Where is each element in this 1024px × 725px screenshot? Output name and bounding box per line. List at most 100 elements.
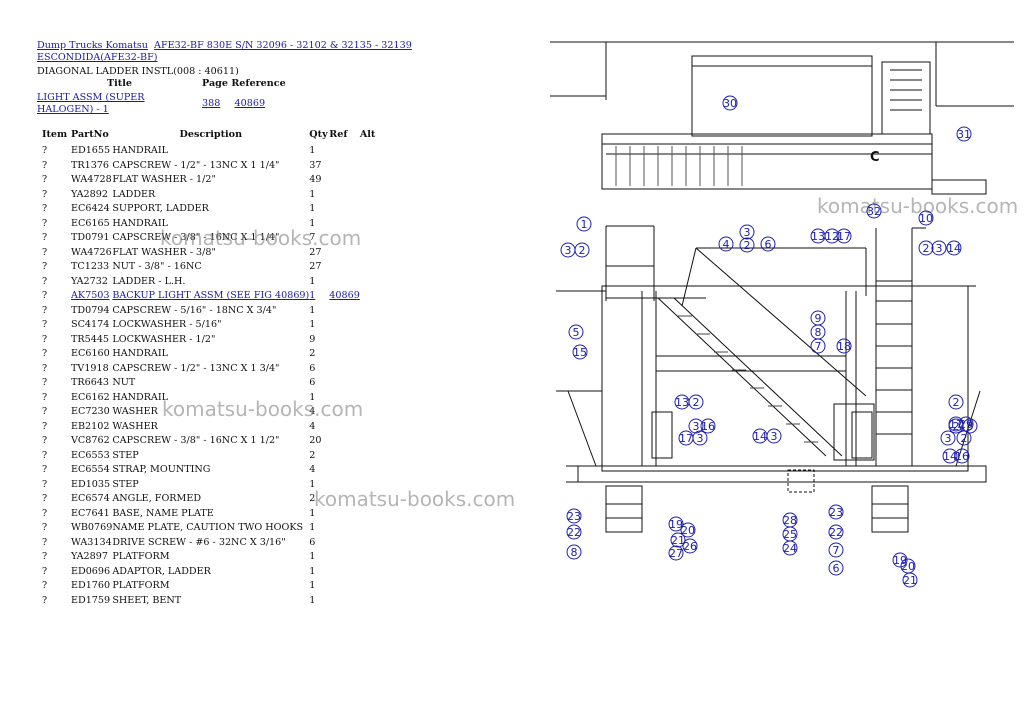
alt-cell — [360, 595, 390, 610]
item-cell: ? — [42, 275, 48, 287]
callout-label: 23 — [567, 510, 581, 523]
callout-label: 9 — [815, 312, 822, 325]
alt-cell — [360, 421, 390, 436]
description-cell: HANDRAIL — [112, 348, 169, 359]
callout-label: 2 — [953, 420, 960, 433]
callout-circle — [688, 394, 704, 410]
partno-cell: WA4728 — [71, 174, 112, 185]
partno-cell: WB0769 — [71, 522, 113, 533]
partno-cell: ED1760 — [71, 580, 111, 591]
description-cell: BASE, NAME PLATE — [112, 507, 214, 519]
item-cell: ? — [42, 319, 48, 330]
qty-cell: 37 — [309, 159, 322, 171]
qty-cell: 1 — [309, 594, 316, 606]
callout-circle — [946, 240, 962, 256]
callout-circle — [688, 418, 704, 434]
callout-circle — [766, 428, 782, 444]
item-cell: ? — [42, 507, 48, 519]
item-cell: ? — [42, 377, 48, 388]
ref-cell — [329, 580, 360, 595]
breadcrumb-link-dump-trucks[interactable]: Dump Trucks Komatsu — [37, 40, 148, 51]
alt-cell — [360, 522, 390, 537]
callout-label: 2 — [693, 396, 700, 409]
partno-cell: ED1035 — [71, 478, 111, 490]
header-partno: PartNo — [71, 129, 109, 140]
breadcrumb: Dump Trucks Komatsu AFE32-BF 830E S/N 32… — [37, 40, 467, 64]
ref-page-link[interactable]: 388 — [202, 98, 221, 109]
description-cell: SHEET, BENT — [112, 594, 182, 606]
alt-cell — [360, 392, 390, 407]
ref-cell — [329, 305, 360, 320]
qty-cell: 1 — [309, 551, 316, 562]
callout-label: 8 — [571, 546, 578, 559]
callout-label: 20 — [681, 524, 695, 537]
qty-cell: 1 — [309, 203, 316, 214]
item-cell: ? — [42, 232, 48, 243]
callout-label: 17 — [679, 432, 693, 445]
callout-label: 4 — [723, 238, 730, 251]
description-cell: PLATFORM — [112, 580, 170, 591]
ref-link[interactable]: 40869 — [329, 290, 360, 301]
callout-circle — [566, 508, 582, 524]
ref-cell — [329, 261, 360, 276]
callout-circle — [668, 516, 684, 532]
qty-link[interactable]: 1 — [309, 290, 316, 301]
callout-label: 2 — [579, 244, 586, 257]
callout-circle — [828, 504, 844, 520]
callout-label: 17 — [837, 230, 851, 243]
qty-cell: 1 — [309, 217, 316, 229]
description-cell: LOCKWASHER - 5/16" — [112, 319, 222, 330]
callout-circle — [918, 240, 934, 256]
callout-circle — [782, 540, 798, 556]
item-cell: ? — [42, 333, 48, 345]
ref-fig-link[interactable]: 40869 — [234, 98, 266, 109]
callout-label: 20 — [901, 560, 915, 573]
callout-label: 3 — [936, 242, 943, 255]
breadcrumb-link-model[interactable]: AFE32-BF 830E S/N 32096 - 32102 & 32135 … — [37, 40, 412, 63]
qty-cell: 4 — [309, 464, 316, 475]
alt-cell — [360, 145, 390, 160]
ref-cell — [329, 174, 360, 189]
partno-link[interactable]: AK7503 — [71, 290, 110, 301]
callout-label: 5 — [573, 326, 580, 339]
description-cell: ADAPTOR, LADDER — [112, 565, 211, 577]
watermark-2: komatsu-books.com — [162, 397, 364, 421]
item-cell: ? — [42, 362, 48, 374]
item-cell: ? — [42, 203, 48, 214]
ref-cell — [329, 377, 360, 392]
item-cell: ? — [42, 522, 48, 533]
alt-cell — [360, 174, 390, 189]
partno-cell: EB2102 — [71, 420, 110, 432]
alt-cell — [360, 435, 390, 450]
description-cell: FLAT WASHER - 3/8" — [112, 246, 216, 258]
partno-cell: WA3134 — [71, 536, 112, 548]
alt-cell — [360, 203, 390, 218]
item-cell: ? — [42, 420, 48, 432]
callout-label: 22 — [829, 526, 843, 539]
item-cell: ? — [42, 261, 48, 272]
callout-circle — [576, 216, 592, 232]
description-cell: DRIVE SCREW - #6 - 32NC X 3/16" — [112, 536, 286, 548]
callout-label: 19 — [893, 554, 907, 567]
watermark-4: komatsu-books.com — [817, 194, 1019, 218]
ref-title-link[interactable]: LIGHT ASSM (SUPER HALOGEN) - 1 — [37, 92, 145, 115]
partno-cell: SC4174 — [71, 319, 110, 330]
description-link[interactable]: BACKUP LIGHT ASSM (SEE FIG 40869) — [112, 290, 310, 301]
callout-circle — [566, 524, 582, 540]
item-cell: ? — [42, 493, 48, 504]
parts-page: Dump Trucks Komatsu AFE32-BF 830E S/N 32… — [37, 40, 477, 609]
callout-label: 3 — [744, 226, 751, 239]
alt-cell — [360, 276, 390, 291]
callout-circle — [718, 236, 734, 252]
alt-cell — [360, 377, 390, 392]
